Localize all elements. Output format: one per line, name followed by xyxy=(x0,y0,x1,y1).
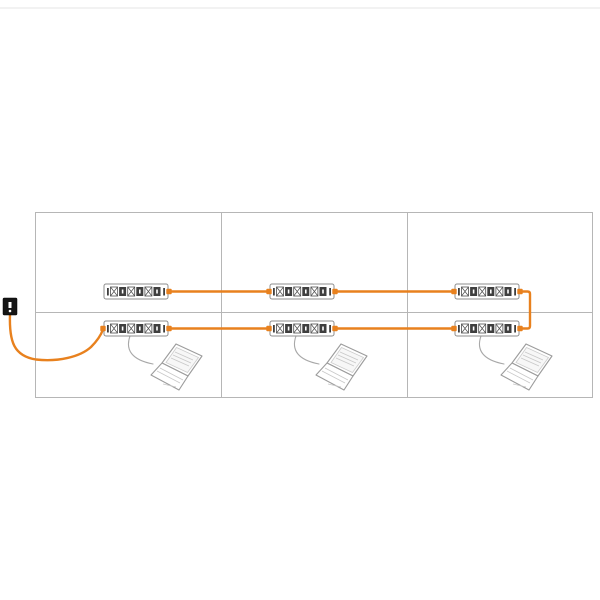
laptop-2 xyxy=(315,343,368,391)
wall-outlet xyxy=(2,297,18,316)
cable-connector-dot xyxy=(517,325,523,332)
cord-module-bottom-2-to-laptop-2 xyxy=(293,335,320,365)
module-top-3 xyxy=(454,283,520,300)
laptop-3 xyxy=(500,343,553,391)
cable-connector-dot xyxy=(517,288,523,295)
module-top-2 xyxy=(269,283,335,300)
laptop-1 xyxy=(150,343,203,391)
dot-layer xyxy=(100,288,523,332)
cable-connector-dot xyxy=(332,325,338,332)
module-bottom-1 xyxy=(103,320,169,337)
module-bottom-2 xyxy=(269,320,335,337)
cable-wall-to-module-bottom-1 xyxy=(8,312,105,362)
cable-connector-dot xyxy=(266,288,272,295)
cord-module-bottom-1-to-laptop-1 xyxy=(127,335,154,365)
cord-module-bottom-3-to-laptop-3 xyxy=(478,335,505,365)
cable-connector-dot xyxy=(166,325,172,332)
grid-layer xyxy=(0,7,600,398)
grid-outline xyxy=(35,212,593,398)
module-top-1 xyxy=(103,283,169,300)
module-bottom-3 xyxy=(454,320,520,337)
cable-connector-dot xyxy=(266,325,272,332)
cable-connector-dot xyxy=(332,288,338,295)
node-layer xyxy=(2,283,553,391)
cable-module-bottom-3-to-top-3 xyxy=(518,290,532,330)
cable-connector-dot xyxy=(451,325,457,332)
cable-layer xyxy=(8,290,532,365)
cable-connector-dot xyxy=(451,288,457,295)
cable-connector-dot xyxy=(166,288,172,295)
cable-connector-dot xyxy=(100,325,106,332)
